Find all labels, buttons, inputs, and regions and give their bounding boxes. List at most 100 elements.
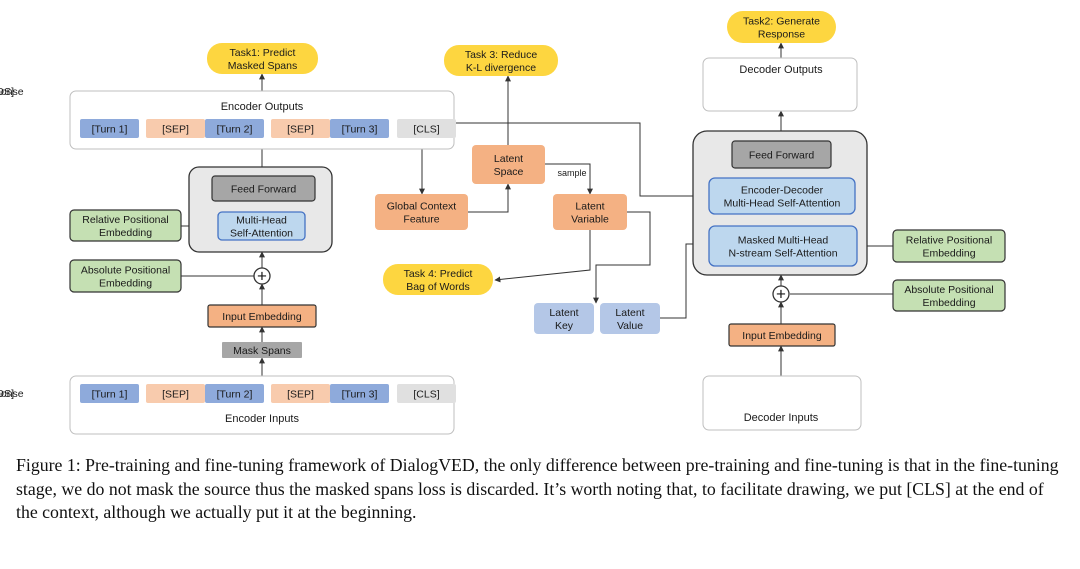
encoder-input-token-4-label: [SEP]: [287, 389, 314, 401]
encoder-output-token-6-label: [CLS]: [413, 124, 439, 136]
encoder-absolute-pos-embedding-label-2: Embedding: [99, 278, 152, 290]
encoder-input-token-5-shape: [330, 384, 389, 403]
task2-node-label-2: Response: [758, 29, 805, 41]
connector-arrows: [181, 42, 893, 376]
encoder-input-token-1: [Turn 1]: [80, 384, 139, 403]
latent-value-node-label-2: Value: [617, 320, 643, 332]
encoder-input-token-4: [SEP]: [271, 384, 330, 403]
encoder-input-token-6: [CLS]: [397, 384, 456, 403]
encoder-feed-forward: Feed Forward: [211, 175, 316, 202]
decoder-relative-pos-embedding-label-1: Relative Positional: [906, 235, 992, 247]
encoder-input-token-2-label: [SEP]: [162, 389, 189, 401]
sample-label: sample: [557, 168, 586, 178]
task3-node-label-1: Task 3: Reduce: [465, 49, 538, 61]
edge-latent-space-to-latent-variable: [545, 163, 593, 195]
latent-variable-node-label-2: Variable: [571, 214, 609, 226]
encoder-input-token-5-label: [Turn 3]: [342, 389, 378, 401]
task4-node-label-2: Bag of Words: [406, 281, 469, 293]
mask-spans-node-label: Mask Spans: [233, 345, 291, 357]
encoder-input-token-1-shape: [80, 384, 139, 403]
mask-spans-node-shape: [222, 342, 302, 358]
edge-global-context-to-latent-space: [468, 183, 511, 213]
global-context-feature-label-2: Feature: [403, 214, 439, 226]
latent-space-node-label-2: Space: [494, 166, 524, 178]
encoder-inputs-title: Encoder Inputs: [225, 413, 299, 425]
decoder-input-token-1-label: [BOS]: [0, 388, 14, 400]
encoder-add-operator: +: [253, 267, 271, 286]
encoder-input-token-3-shape: [205, 384, 264, 403]
latent-space-node-shape: [472, 145, 545, 184]
encoder-relative-pos-embedding-label-2: Embedding: [99, 227, 152, 239]
decoder-add-operator-circle: [772, 285, 790, 303]
decoder-output-token-1-label: Response: [0, 86, 24, 98]
encoder-output-token-2: [SEP]: [146, 119, 205, 138]
mask-spans-node: Mask Spans: [222, 342, 302, 358]
latent-value-node-label-1: Latent: [615, 307, 644, 319]
encoder-output-token-5-label: [Turn 3]: [342, 124, 378, 136]
decoder-add-operator-symbol: +: [776, 285, 786, 304]
task3-node-label-2: K-L divergence: [466, 62, 536, 74]
decoder-add-operator: +: [772, 285, 790, 304]
latent-key-node-shape: [534, 303, 594, 334]
task3-node-shape: [444, 45, 558, 76]
encoder-input-embedding-label: Input Embedding: [222, 311, 302, 323]
edge-latent-variable-to-task4: [494, 230, 591, 283]
encoder-add-operator-symbol: +: [257, 267, 267, 286]
decoder-feed-forward: Feed Forward: [731, 140, 832, 169]
encoder-self-attention-label-2: Self-Attention: [230, 228, 293, 240]
global-context-feature-shape: [375, 194, 468, 230]
decoder-input-embedding: Input Embedding: [728, 323, 836, 347]
decoder-input-embedding-shape: [728, 323, 836, 347]
decoder-relative-pos-embedding-label-2: Embedding: [922, 248, 975, 260]
encoder-output-token-1: [Turn 1]: [80, 119, 139, 138]
decoder-masked-attention-label-1: Masked Multi-Head: [738, 235, 829, 247]
encoder-relative-pos-embedding-shape: [69, 209, 182, 242]
decoder-cross-attention-shape: [708, 177, 856, 215]
encoder-outputs-title: Encoder Outputs: [221, 101, 304, 113]
edge-latent-variable-to-key: [593, 211, 651, 304]
figure-caption: Figure 1: Pre-training and fine-tuning f…: [16, 455, 1059, 522]
task4-node-shape: [383, 264, 493, 295]
encoder-self-attention-shape: [217, 211, 306, 241]
encoder-input-token-5: [Turn 3]: [330, 384, 389, 403]
encoder-input-token-2-shape: [146, 384, 205, 403]
decoder-input-token-1: [BOS]: [0, 388, 14, 400]
decoder-output-token-2-label: [EOS]: [0, 86, 14, 98]
decoder-input-token-2-label: Response: [0, 388, 24, 400]
encoder-relative-pos-embedding-label-1: Relative Positional: [82, 214, 168, 226]
decoder-relative-pos-embedding-shape: [892, 229, 1006, 263]
decoder-outputs-frame: [702, 57, 858, 112]
decoder-masked-attention-label-2: N-stream Self-Attention: [728, 248, 837, 260]
latent-space-node-label-1: Latent: [494, 153, 523, 165]
encoder-input-embedding-shape: [207, 304, 317, 328]
decoder-cross-attention-label-1: Encoder-Decoder: [741, 185, 824, 197]
edge-encoder-outputs-to-cross-attention: [454, 122, 710, 199]
latent-variable-node-shape: [553, 194, 627, 230]
decoder-output-token-1: Response: [0, 86, 24, 98]
task1-node-shape: [207, 43, 318, 74]
encoder-input-token-2: [SEP]: [146, 384, 205, 403]
decoder-inputs-frame: [702, 375, 862, 431]
latent-variable-node-label-1: Latent: [575, 201, 604, 213]
decoder-masked-attention-shape: [708, 225, 858, 267]
encoder-feed-forward-shape: [211, 175, 316, 202]
task4-node-label-1: Task 4: Predict: [404, 268, 473, 280]
encoder-input-token-3: [Turn 2]: [205, 384, 264, 403]
encoder-add-operator-circle: [253, 267, 271, 285]
encoder-output-token-4-shape: [271, 119, 330, 138]
decoder-input-embedding-label: Input Embedding: [742, 330, 822, 342]
encoder-input-token-6-label: [CLS]: [413, 389, 439, 401]
task2-node-shape: [727, 11, 836, 43]
encoder-output-token-3: [Turn 2]: [205, 119, 264, 138]
